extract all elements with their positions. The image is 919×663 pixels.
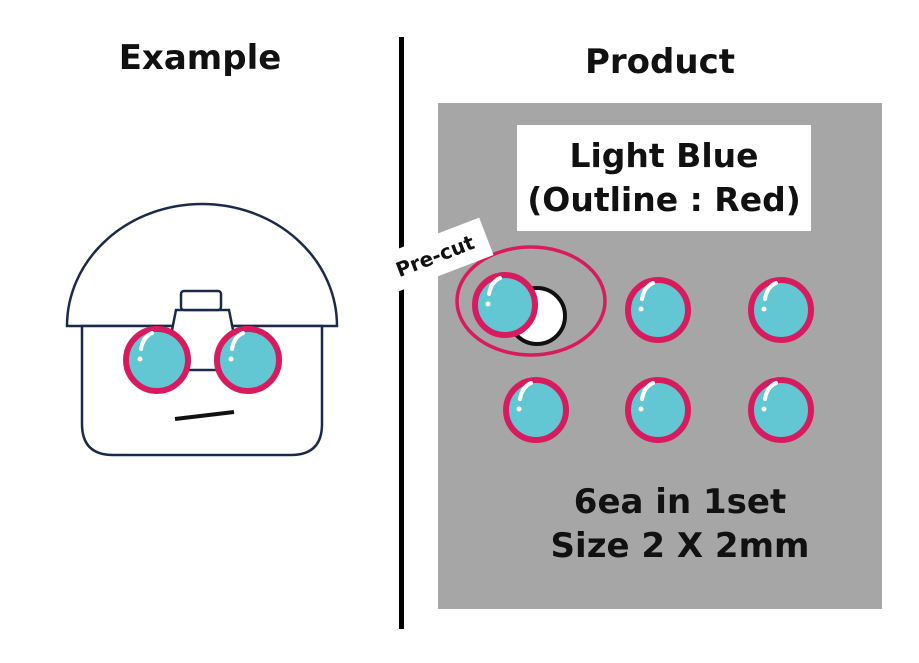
- sticker-dot: [748, 377, 814, 443]
- precut-highlight-ellipse: [455, 245, 607, 357]
- color-label-line2: (Outline : Red): [527, 180, 801, 219]
- sticker-dot: [625, 377, 691, 443]
- robot-face: [80, 324, 324, 457]
- set-size: Size 2 X 2mm: [550, 526, 810, 566]
- example-heading: Example: [118, 38, 282, 78]
- sticker-dot: [472, 272, 538, 338]
- color-label-line1: Light Blue: [569, 136, 759, 175]
- robot-right-lens-icon: [214, 326, 282, 394]
- color-label-box: Light Blue (Outline : Red): [517, 125, 811, 231]
- set-info: 6ea in 1set Size 2 X 2mm: [500, 480, 860, 568]
- robot-helmet: [65, 202, 339, 328]
- sticker-dot: [625, 277, 691, 343]
- sticker-dot: [503, 377, 569, 443]
- robot-nose-bridge: [170, 308, 235, 331]
- robot-left-lens-icon: [123, 326, 191, 394]
- set-count: 6ea in 1set: [573, 482, 787, 522]
- product-heading: Product: [585, 42, 735, 82]
- robot-mouth: [174, 410, 235, 421]
- sticker-dot: [748, 277, 814, 343]
- vertical-divider: [399, 37, 404, 629]
- robot-nose-top: [179, 289, 223, 312]
- robot-head-illustration: [65, 202, 339, 457]
